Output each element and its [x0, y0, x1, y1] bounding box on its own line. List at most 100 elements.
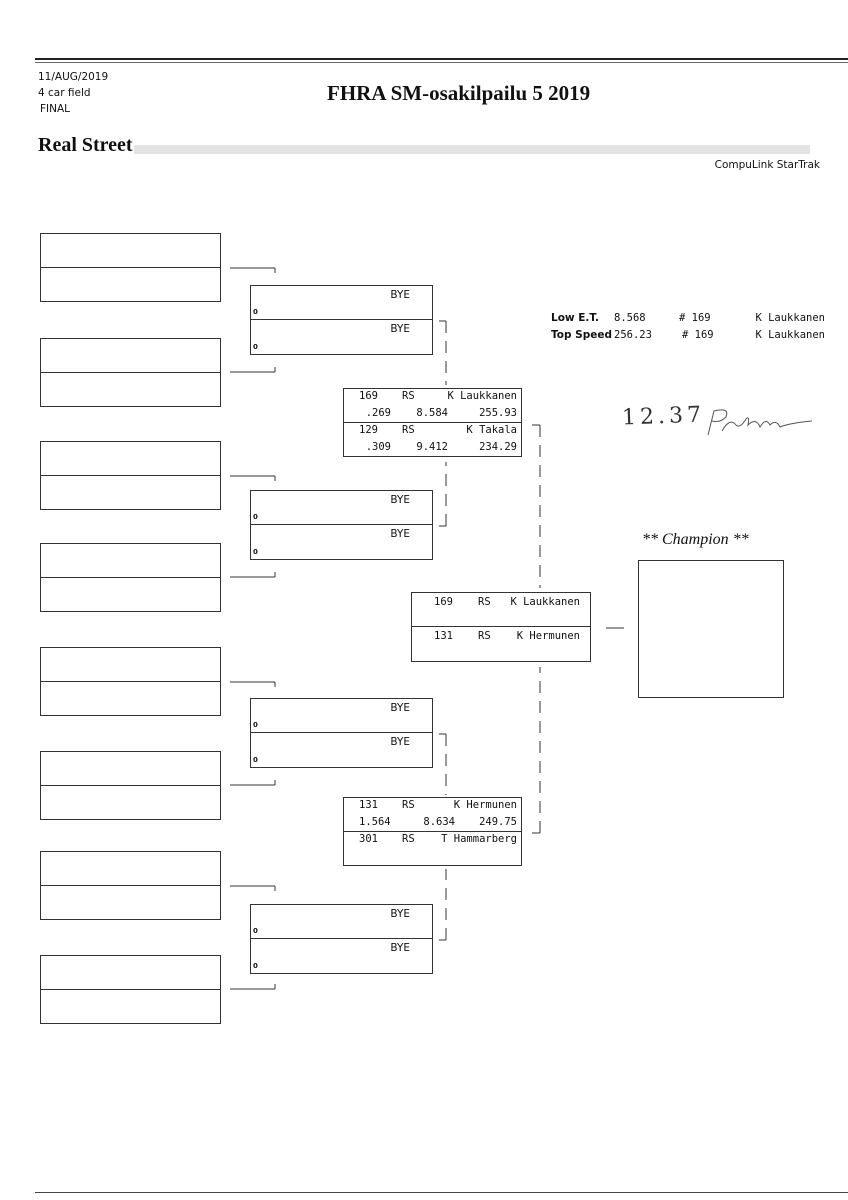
- elapsed-time: 9.412: [416, 440, 448, 453]
- semifinal-2-box: 131 RS K Hermunen 1.564 8.634 249.75 301…: [343, 797, 522, 866]
- class-dotted-rule: [134, 145, 810, 154]
- car-class: RS: [402, 799, 415, 811]
- field-size: 4 car field: [38, 87, 91, 99]
- software-credit: CompuLink StarTrak: [714, 159, 820, 171]
- handwritten-time: 12.37: [621, 402, 706, 431]
- round1-bottom-entry: [41, 476, 220, 510]
- round1-box: [40, 543, 221, 612]
- speed: 255.93: [479, 407, 517, 419]
- round1-box: [40, 233, 221, 302]
- bye-label: BYE: [390, 289, 410, 301]
- round2-entry: BYE 0: [251, 525, 432, 559]
- round1-top-entry: [41, 648, 220, 682]
- top-speed-driver: K Laukkanen: [755, 329, 825, 341]
- round1-box: [40, 851, 221, 920]
- champion-label: ** Champion **: [642, 531, 749, 548]
- car-number: 131: [359, 799, 378, 811]
- driver-name: K Hermunen: [453, 799, 517, 811]
- round2-entry: BYE 0: [251, 733, 432, 767]
- bye-label: BYE: [390, 942, 410, 954]
- round1-box: [40, 441, 221, 510]
- car-class: RS: [402, 390, 415, 402]
- round1-bottom-entry: [41, 886, 220, 920]
- final-bottom-entry: 131 RS K Hermunen: [412, 627, 590, 661]
- lane-value: 0: [253, 721, 258, 729]
- champion-box: [638, 560, 784, 698]
- round1-top-entry: [41, 544, 220, 578]
- round1-top-entry: [41, 234, 220, 268]
- car-class: RS: [402, 832, 415, 845]
- round2-entry: BYE 0: [251, 491, 432, 525]
- low-et-driver: K Laukkanen: [755, 312, 825, 324]
- round2-entry: BYE 0: [251, 905, 432, 939]
- round1-box: [40, 647, 221, 716]
- bye-label: BYE: [390, 736, 410, 748]
- top-speed-label: Top Speed: [551, 329, 612, 341]
- elapsed-time: 8.584: [416, 407, 448, 419]
- semifinal-1-bottom-entry: 129 RS K Takala .309 9.412 234.29: [344, 423, 521, 457]
- lane-value: 0: [253, 756, 258, 764]
- bye-label: BYE: [390, 908, 410, 920]
- reaction-time: 1.564: [359, 816, 391, 828]
- car-number: 169: [359, 390, 378, 402]
- low-et-record: Low E.T. 8.568 # 169 K Laukkanen: [551, 312, 831, 328]
- round1-top-entry: [41, 852, 220, 886]
- driver-name: K Laukkanen: [510, 596, 580, 608]
- top-speed-value: 256.23: [614, 329, 652, 341]
- bye-label: BYE: [390, 494, 410, 506]
- car-class: RS: [478, 630, 491, 642]
- driver-name: T Hammarberg: [441, 832, 517, 845]
- final-top-entry: 169 RS K Laukkanen: [412, 593, 590, 627]
- event-date: 11/AUG/2019: [38, 71, 109, 83]
- lane-value: 0: [253, 548, 258, 556]
- final-box: 169 RS K Laukkanen 131 RS K Hermunen: [411, 592, 591, 662]
- speed: 234.29: [479, 440, 517, 453]
- car-number: 169: [434, 596, 453, 608]
- bye-label: BYE: [390, 528, 410, 540]
- lane-value: 0: [253, 962, 258, 970]
- semifinal-2-bottom-entry: 301 RS T Hammarberg: [344, 832, 521, 866]
- round1-top-entry: [41, 752, 220, 786]
- round-label: FINAL: [40, 103, 71, 115]
- round1-top-entry: [41, 442, 220, 476]
- round1-top-entry: [41, 956, 220, 990]
- round2-entry: BYE 0: [251, 286, 432, 320]
- round1-bottom-entry: [41, 682, 220, 716]
- driver-name: K Takala: [466, 423, 517, 436]
- round1-bottom-entry: [41, 578, 220, 612]
- round2-entry: BYE 0: [251, 939, 432, 973]
- low-et-value: 8.568: [614, 312, 646, 324]
- round1-box: [40, 751, 221, 820]
- reaction-time: .269: [365, 407, 391, 419]
- speed: 249.75: [479, 816, 517, 828]
- low-et-car: # 169: [679, 312, 711, 324]
- round1-box: [40, 338, 221, 407]
- lane-value: 0: [253, 927, 258, 935]
- elapsed-time: 8.634: [423, 816, 455, 828]
- bottom-rule: [35, 1192, 848, 1193]
- round1-bottom-entry: [41, 373, 220, 407]
- low-et-label: Low E.T.: [551, 312, 599, 324]
- lane-value: 0: [253, 513, 258, 521]
- car-number: 129: [359, 423, 378, 436]
- top-speed-car: # 169: [682, 329, 714, 341]
- round1-bottom-entry: [41, 268, 220, 302]
- lane-value: 0: [253, 343, 258, 351]
- car-class: RS: [402, 423, 415, 436]
- semifinal-2-top-entry: 131 RS K Hermunen 1.564 8.634 249.75: [344, 798, 521, 832]
- driver-name: K Laukkanen: [447, 390, 517, 402]
- round1-bottom-entry: [41, 786, 220, 820]
- round1-box: [40, 955, 221, 1024]
- handwritten-signature: [707, 409, 813, 436]
- round1-top-entry: [41, 339, 220, 373]
- top-rule-thin: [35, 62, 848, 63]
- top-rule: [35, 58, 848, 60]
- event-title: FHRA SM-osakilpailu 5 2019: [327, 81, 591, 105]
- lane-value: 0: [253, 308, 258, 316]
- class-name: Real Street: [38, 134, 133, 156]
